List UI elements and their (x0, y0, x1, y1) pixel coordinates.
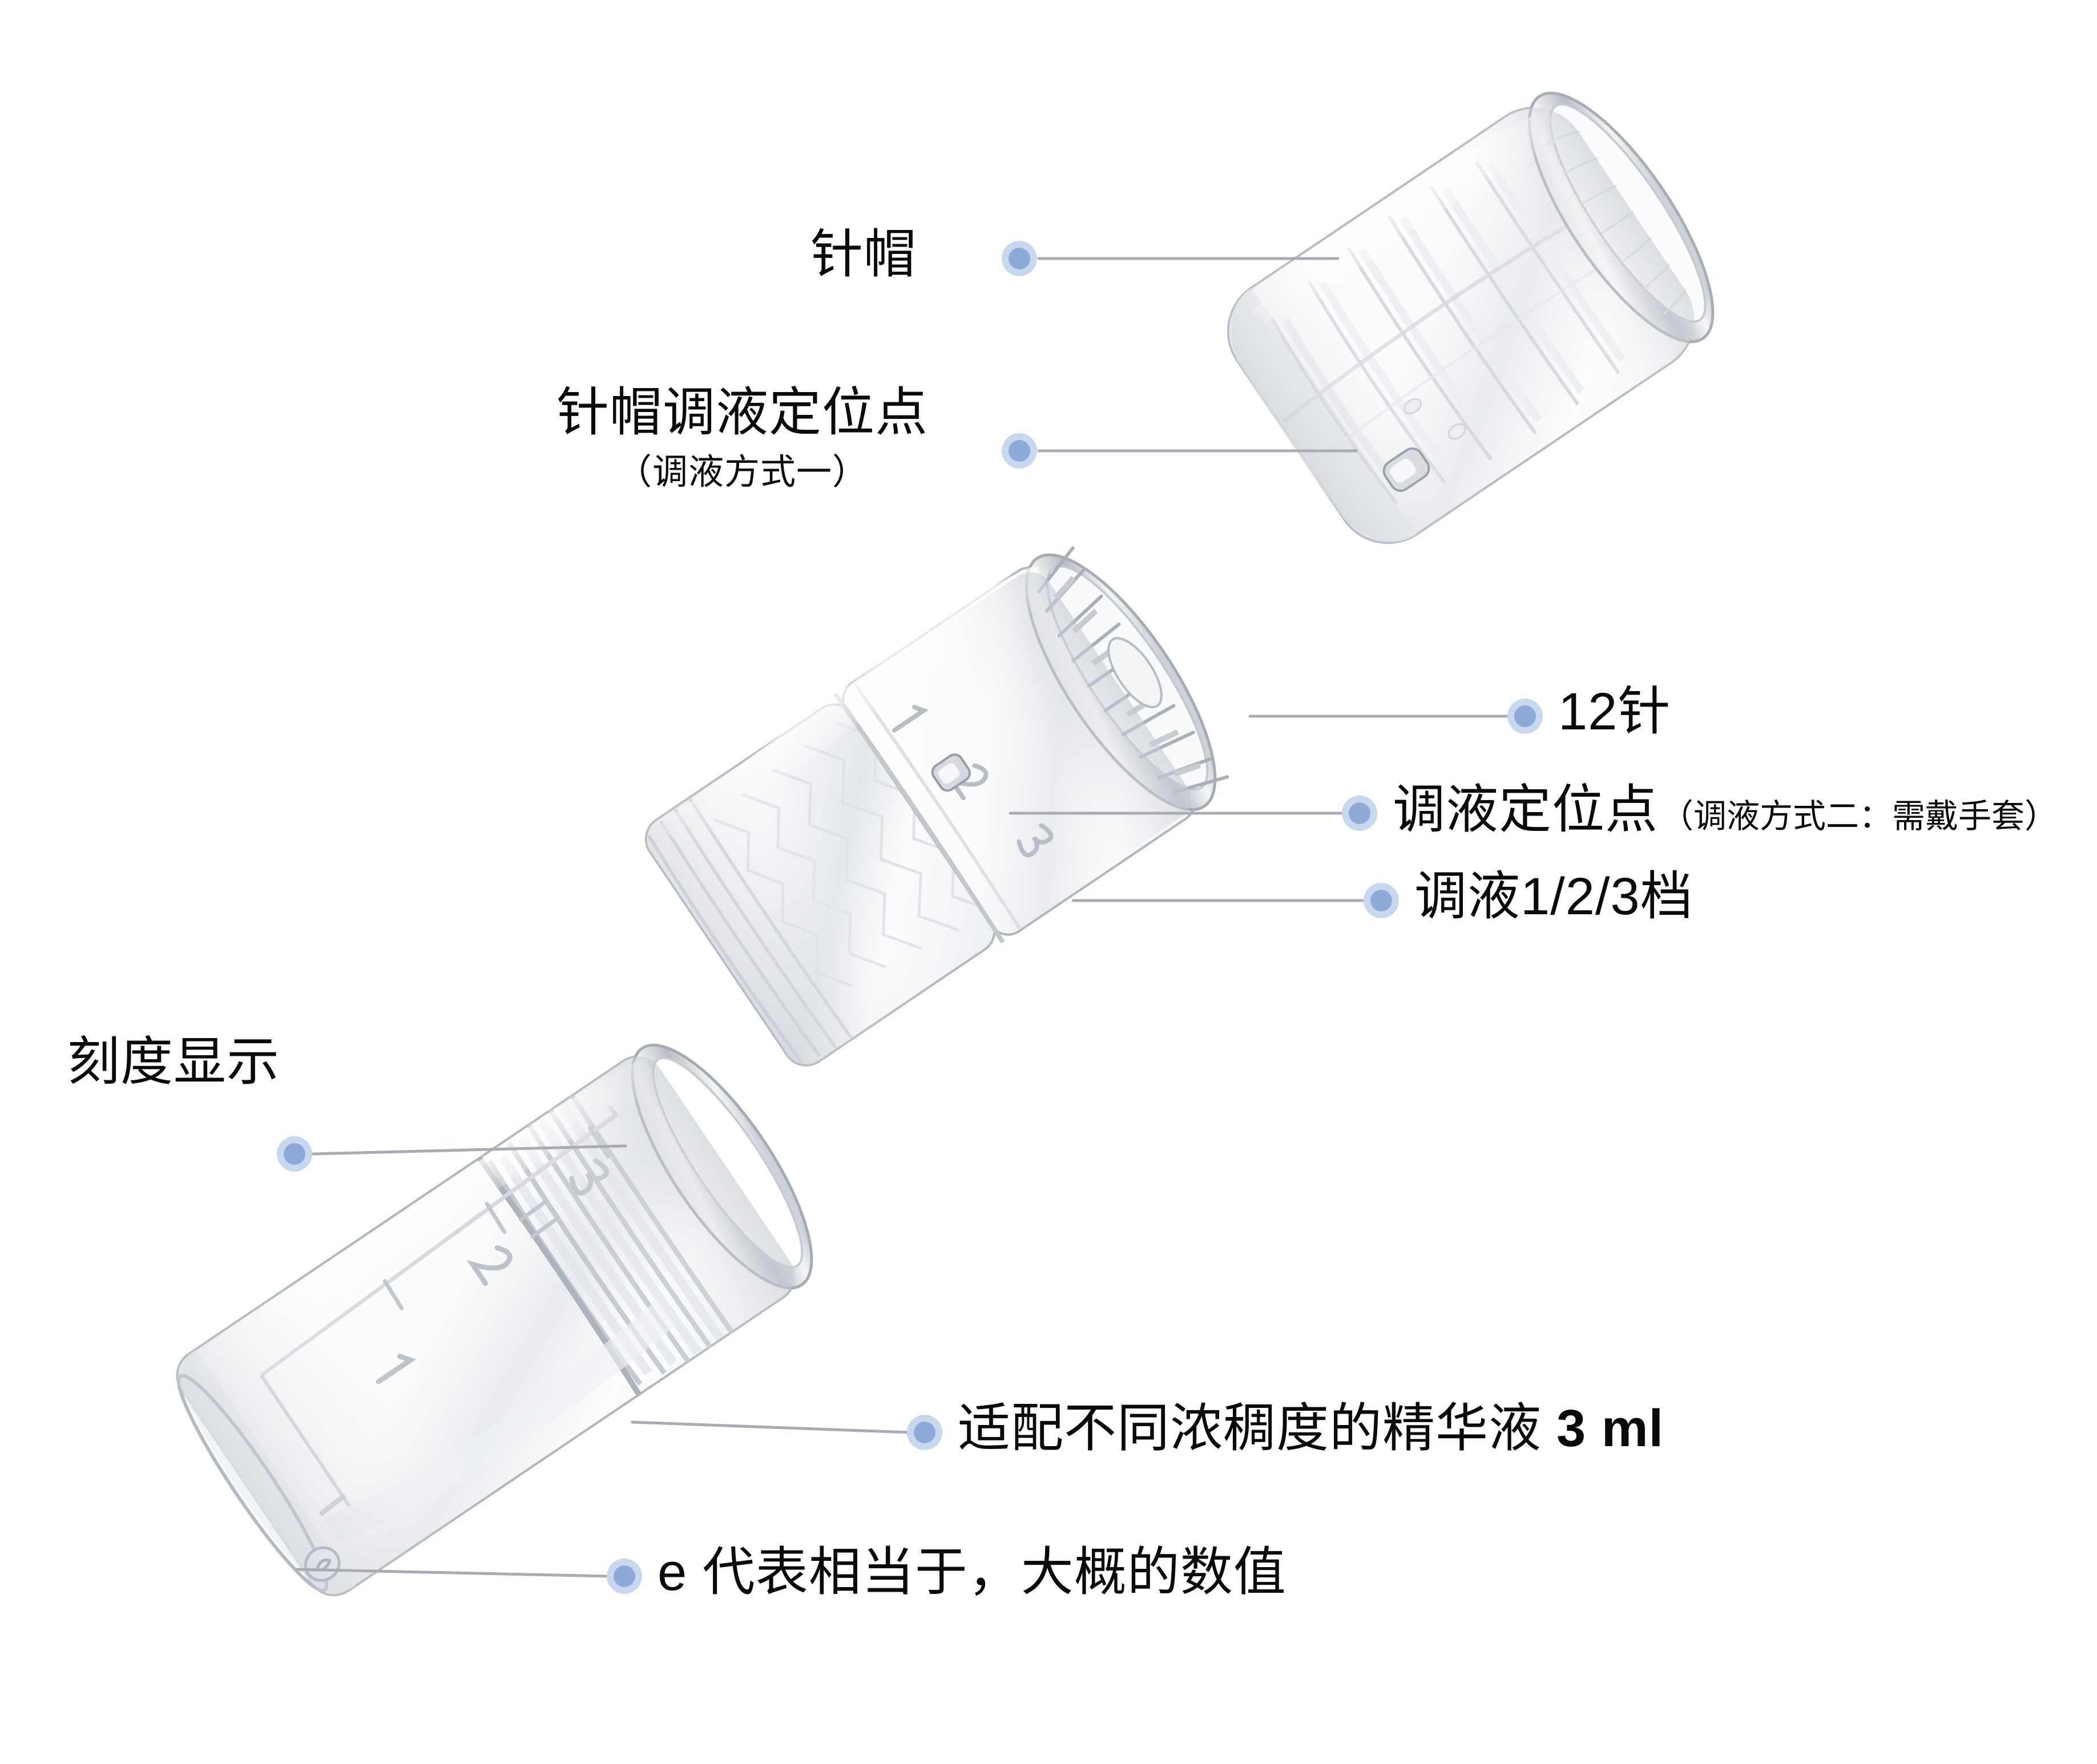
needle-cap-text: 针帽 (810, 225, 917, 284)
cap-locator-nub (1382, 447, 1430, 492)
callout-dot-cap-dosing-locator[interactable] (1002, 433, 1037, 469)
part-serum-reservoir (176, 1043, 813, 1596)
cap-dosing-locator-note: （调液方式一） (616, 453, 869, 493)
callout-label-dosing-locator: 调液定位点 （调液方式二：需戴手套） (1393, 781, 2058, 839)
cap-dosing-locator-text: 针帽调液定位点 (556, 384, 929, 442)
dosing-locator-text: 调液定位点 (1393, 781, 1659, 839)
needle-count-text: 12针 (1558, 683, 1671, 741)
callout-label-needle-cap: 针帽 (810, 225, 917, 284)
leader-e-mark (295, 1568, 611, 1578)
leader-lines (295, 257, 1512, 1578)
e-mark-text: e 代表相当于，大概的数值 (658, 1543, 1287, 1601)
part-needle-cap (1227, 91, 1715, 544)
callout-label-cap-dosing-locator: 针帽调液定位点 （调液方式一） (556, 384, 928, 492)
callout-label-e-mark: e 代表相当于，大概的数值 (658, 1543, 1287, 1602)
callout-dot-dosing-levels[interactable] (1364, 883, 1399, 918)
leader-serum-capacity (631, 1420, 912, 1434)
callout-dot-dosing-locator[interactable] (1342, 796, 1377, 831)
callout-label-scale-display: 刻度显示 (67, 1033, 280, 1092)
leader-scale-display (311, 1144, 627, 1156)
callout-label-needle-count: 12针 (1558, 683, 1671, 741)
part-needle-head (644, 546, 1229, 1067)
callout-dot-needle-cap[interactable] (1002, 241, 1037, 276)
serum-capacity-value: 3 ml (1556, 1399, 1664, 1458)
callout-dot-e-mark[interactable] (607, 1559, 642, 1594)
callout-dot-serum-capacity[interactable] (907, 1415, 942, 1450)
scale-display-text: 刻度显示 (67, 1033, 280, 1091)
callout-dot-needle-count[interactable] (1507, 699, 1543, 734)
dosing-locator-note: （调液方式二：需戴手套） (1660, 798, 2058, 835)
callout-label-dosing-levels: 调液1/2/3档 (1414, 867, 1693, 926)
serum-capacity-text: 适配不同浓稠度的精华液 (958, 1399, 1542, 1458)
callout-label-serum-capacity: 适配不同浓稠度的精华液 3 ml (958, 1399, 1664, 1458)
callout-dot-scale-display[interactable] (277, 1136, 312, 1172)
dosing-levels-text: 调液1/2/3档 (1414, 867, 1693, 926)
